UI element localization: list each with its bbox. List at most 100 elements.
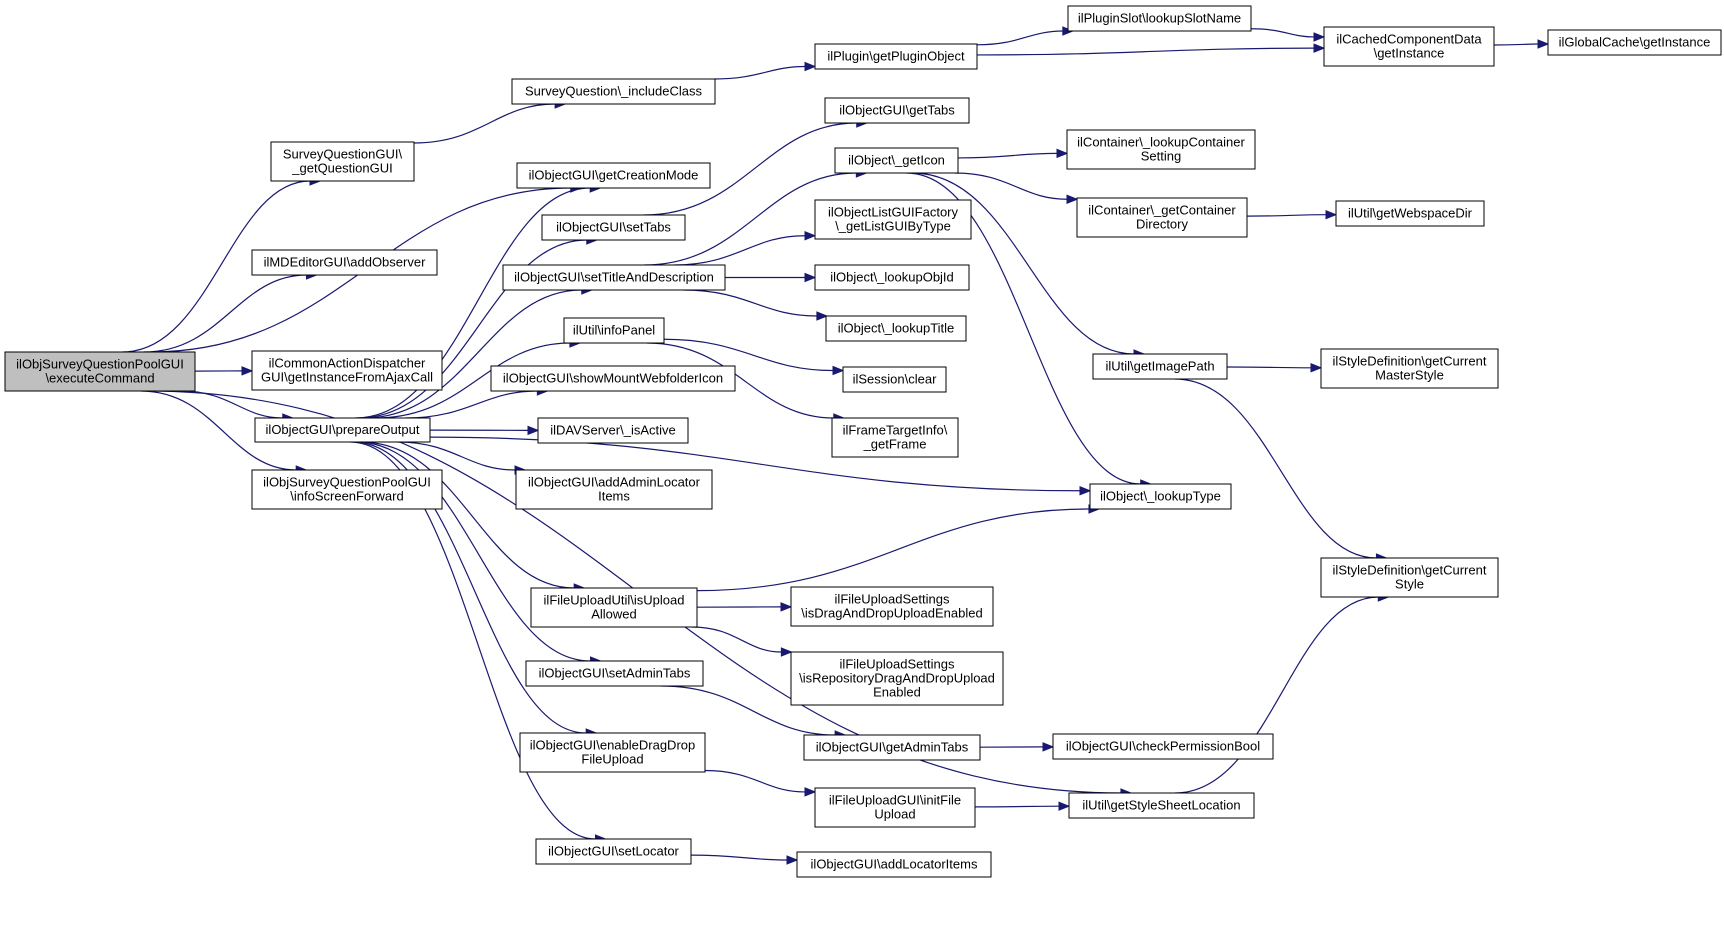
edge-n7-n8 (976, 26, 1075, 46)
node-label: ilCachedComponentData (1336, 32, 1482, 47)
function-node-n35[interactable]: ilObjectGUI\setAdminTabs (525, 660, 704, 687)
function-node-n29[interactable]: ilObjectGUI\showMountWebfolderIcon (490, 365, 736, 392)
edge-n32-n33 (696, 602, 793, 612)
node-label: ilObjectGUI\setTitleAndDescription (514, 270, 714, 285)
node-label: ilObjectListGUIFactory (828, 205, 959, 220)
node-label: SurveyQuestion\_includeClass (525, 84, 703, 99)
function-node-n5[interactable]: ilObjSurveyQuestionPoolGUI\infoScreenFor… (251, 469, 443, 510)
function-node-n2[interactable]: ilMDEditorGUI\addObserver (251, 249, 438, 276)
node-label: Enabled (873, 685, 921, 700)
edge-n38-n39 (704, 769, 817, 797)
function-node-n11[interactable]: ilObjectGUI\getCreationMode (516, 162, 711, 189)
edge-n0-n2 (143, 270, 318, 353)
function-node-n42[interactable]: ilObjectGUI\addLocatorItems (796, 851, 992, 878)
node-label: Items (598, 489, 630, 504)
node-box (270, 141, 415, 182)
function-node-n37[interactable]: ilObjectGUI\checkPermissionBool (1052, 733, 1274, 760)
function-node-n19[interactable]: ilUtil\getImagePath (1092, 353, 1228, 380)
node-label: SurveyQuestionGUI\ (283, 147, 403, 162)
node-box (525, 660, 704, 687)
node-label: ilUtil\infoPanel (573, 323, 655, 338)
node-box (814, 264, 970, 291)
node-label: GUI\getInstanceFromAjaxCall (261, 370, 433, 385)
function-node-n10[interactable]: ilGlobalCache\getInstance (1547, 29, 1722, 56)
function-node-n28[interactable]: ilFrameTargetInfo\_getFrame (831, 417, 959, 458)
function-node-n1[interactable]: SurveyQuestionGUI\_getQuestionGUI (270, 141, 415, 182)
function-node-n27[interactable]: ilSession\clear (842, 366, 947, 393)
function-node-n8[interactable]: ilPluginSlot\lookupSlotName (1067, 5, 1252, 32)
edge-n14-n24 (725, 272, 817, 283)
edge-n14-n25 (683, 289, 829, 321)
node-box (251, 350, 443, 391)
function-node-n33[interactable]: ilFileUploadSettings\isDragAndDropUpload… (790, 586, 994, 627)
function-node-n15[interactable]: ilObject\_getIcon (834, 147, 959, 174)
node-box (1335, 200, 1485, 227)
function-node-n4[interactable]: ilObjectGUI\prepareOutput (254, 417, 431, 443)
node-box (831, 417, 959, 458)
node-label: ilUtil\getImagePath (1105, 359, 1214, 374)
node-box (530, 587, 698, 628)
node-label: ilObjectGUI\checkPermissionBool (1066, 739, 1260, 754)
function-node-n41[interactable]: ilObjectGUI\setLocator (535, 838, 692, 865)
function-node-n14[interactable]: ilObjectGUI\setTitleAndDescription (502, 264, 726, 291)
edge-n7-n9 (976, 43, 1326, 56)
node-label: ilObject\_lookupTitle (838, 321, 955, 336)
node-label: _getQuestionGUI (291, 161, 392, 176)
function-node-n3[interactable]: ilCommonActionDispatcherGUI\getInstanceF… (251, 350, 443, 391)
edge-n9-n10 (1493, 39, 1550, 49)
function-node-n36[interactable]: ilObjectGUI\getAdminTabs (803, 734, 981, 761)
node-box (519, 732, 706, 773)
node-label: Setting (1141, 149, 1181, 164)
node-label: ilFileUploadUtil\isUpload (544, 593, 685, 608)
node-box (1076, 197, 1248, 238)
function-node-n12[interactable]: ilObjectGUI\setTabs (541, 214, 686, 241)
edge-n4-n30 (429, 425, 540, 436)
node-label: ilObjectGUI\addAdminLocator (528, 475, 701, 490)
root-node-n0[interactable]: ilObjSurveyQuestionPoolGUI\executeComman… (4, 351, 196, 392)
node-box (1320, 348, 1499, 389)
function-node-n9[interactable]: ilCachedComponentData\getInstance (1323, 26, 1495, 67)
edge-n4-n31 (397, 441, 527, 475)
function-node-n25[interactable]: ilObject\_lookupTitle (825, 315, 967, 342)
node-label: ilUtil\getWebspaceDir (1348, 206, 1473, 221)
function-node-n22[interactable]: ilObject\_lookupType (1089, 483, 1232, 510)
node-box (814, 43, 978, 70)
function-node-n7[interactable]: ilPlugin\getPluginObject (814, 43, 978, 70)
node-label: ilObjectGUI\addLocatorItems (811, 857, 978, 872)
function-node-n34[interactable]: ilFileUploadSettings\isRepositoryDragAnd… (790, 651, 1004, 706)
node-box (790, 586, 994, 627)
function-node-n6[interactable]: SurveyQuestion\_includeClass (511, 78, 716, 105)
edge-n39-n40 (974, 801, 1071, 811)
edge-n19-n20 (1226, 363, 1323, 373)
function-node-n26[interactable]: ilUtil\infoPanel (563, 317, 665, 344)
edge-n14-n23 (674, 230, 817, 266)
node-label: ilContainer\_getContainer (1088, 203, 1236, 218)
node-box (825, 315, 967, 342)
node-label: ilObjectGUI\getCreationMode (529, 168, 699, 183)
node-label: ilObject\_lookupType (1100, 489, 1221, 504)
function-node-n30[interactable]: ilDAVServer\_isActive (537, 417, 689, 444)
node-label: \getInstance (1374, 46, 1445, 61)
node-box (1052, 733, 1274, 760)
function-node-n18[interactable]: ilUtil\getWebspaceDir (1335, 200, 1485, 227)
node-box (1547, 29, 1722, 56)
node-box (251, 469, 443, 510)
function-node-n24[interactable]: ilObject\_lookupObjId (814, 264, 970, 291)
function-node-n40[interactable]: ilUtil\getStyleSheetLocation (1068, 792, 1255, 819)
function-node-n23[interactable]: ilObjectListGUIFactory\_getListGUIByType (814, 199, 972, 240)
node-box (842, 366, 947, 393)
node-label: ilObject\_getIcon (848, 153, 945, 168)
edge-n15-n16 (957, 148, 1069, 159)
node-box (4, 351, 196, 392)
node-box (502, 264, 726, 291)
function-node-n13[interactable]: ilObjectGUI\getTabs (824, 97, 970, 124)
node-label: MasterStyle (1375, 368, 1444, 383)
